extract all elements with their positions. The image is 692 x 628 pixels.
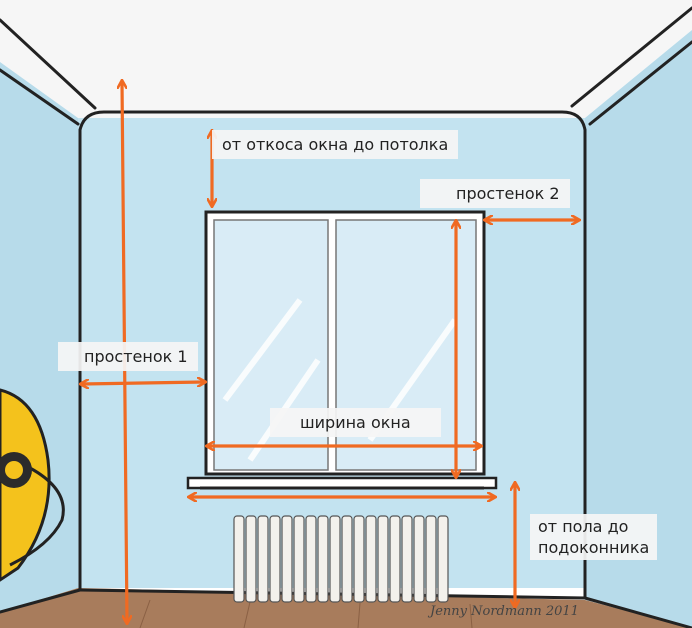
label-floor-to-sill: от пола до подоконника [530,514,658,560]
radiator-fin [437,515,449,603]
radiator-fin [389,515,401,603]
label-pier-2: простенок 2 [420,179,570,208]
radiator-fin [257,515,269,603]
radiator-fin [377,515,389,603]
radiator-fin [401,515,413,603]
ceiling [0,0,692,118]
radiator-fin [233,515,245,603]
radiator-fin [365,515,377,603]
radiator-fin [281,515,293,603]
radiator-fin [413,515,425,603]
radiator-fin [269,515,281,603]
radiator-fin [341,515,353,603]
label-pier-1: простенок 1 [58,342,198,371]
tape-measure [0,388,65,582]
right-side-wall [585,30,692,628]
label-window-to-ceiling: от откоса окна до потолка [212,130,459,159]
radiator-fin [329,515,341,603]
floor [0,588,692,628]
radiator-fin [305,515,317,603]
label-window-width: ширина окна [270,408,441,437]
artist-signature: Jenny Nordmann 2011 [430,604,579,619]
pier-1-arrow [82,382,204,384]
radiator [233,515,449,603]
radiator-fin [293,515,305,603]
radiator-fin [245,515,257,603]
radiator-fin [425,515,437,603]
radiator-fin [317,515,329,603]
radiator-fin [353,515,365,603]
